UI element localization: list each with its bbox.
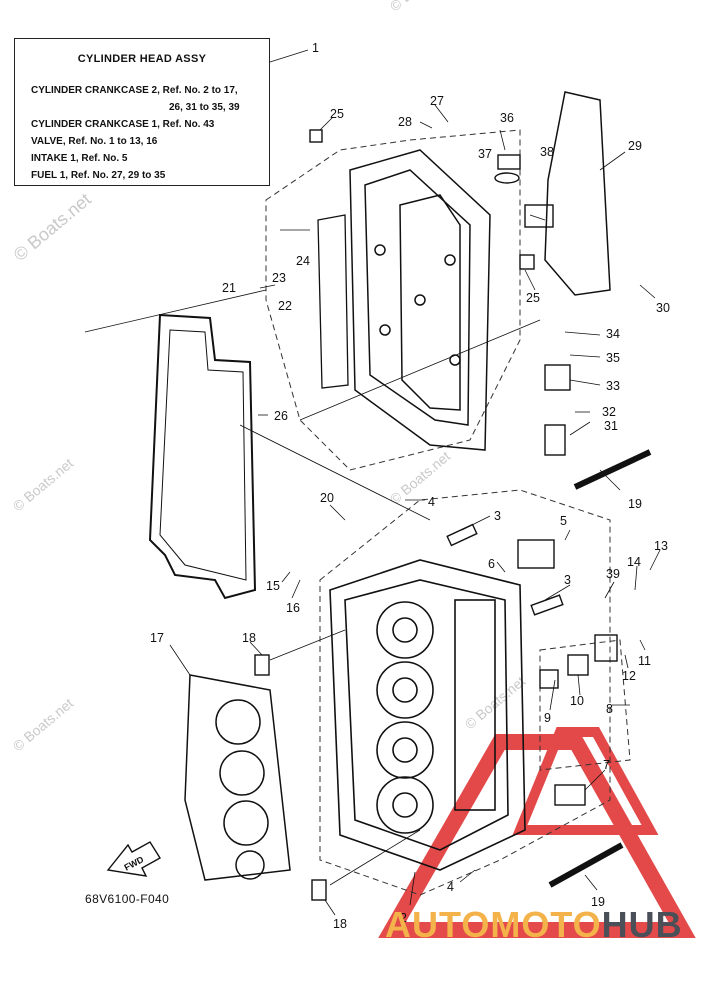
- part-callout-28: 28: [398, 115, 412, 129]
- part-callout-29: 29: [628, 139, 642, 153]
- part-callout-9: 9: [544, 711, 551, 725]
- long-bolt: [573, 449, 652, 490]
- watermark-text: © Boats.net: [387, 448, 454, 507]
- part-callout-15: 15: [266, 579, 280, 593]
- cover-gasket: [317, 214, 349, 389]
- part-callout-38: 38: [540, 145, 554, 159]
- sensor-33: [544, 364, 571, 391]
- legend-line: CYLINDER CRANKCASE 1, Ref. No. 43: [31, 119, 215, 130]
- part-callout-37: 37: [478, 147, 492, 161]
- part-callout-5: 5: [560, 514, 567, 528]
- part-callout-18: 18: [333, 917, 347, 931]
- part-callout-19: 19: [591, 895, 605, 909]
- brand-wordmark: AUTOMOTOHUB: [385, 904, 683, 946]
- part-callout-33: 33: [606, 379, 620, 393]
- fwd-arrow: FWD: [106, 841, 161, 877]
- part-callout-21: 21: [222, 281, 236, 295]
- brand-part-2: HUB: [601, 904, 683, 945]
- part-callout-22: 22: [278, 299, 292, 313]
- part-callout-35: 35: [606, 351, 620, 365]
- clamp-7: [554, 784, 586, 806]
- watermark-text: © Boats.net: [10, 695, 77, 754]
- part-callout-17: 17: [150, 631, 164, 645]
- part-callout-34: 34: [606, 327, 620, 341]
- dowel-18: [311, 879, 327, 901]
- legend-line: VALVE, Ref. No. 1 to 13, 16: [31, 136, 158, 147]
- part-callout-4: 4: [447, 880, 454, 894]
- part-callout-30: 30: [656, 301, 670, 315]
- head-gasket-26: [148, 313, 257, 600]
- part-callout-4: 4: [428, 495, 435, 509]
- head-gasket-26-inner: [159, 329, 247, 581]
- legend-box: CYLINDER HEAD ASSY CYLINDER CRANKCASE 2,…: [14, 38, 270, 186]
- part-callout-31: 31: [604, 419, 618, 433]
- part-callout-12: 12: [622, 669, 636, 683]
- part-callout-39: 39: [606, 567, 620, 581]
- long-bolt: [548, 842, 624, 888]
- part-callout-2: 2: [400, 911, 407, 925]
- part-callout-26: 26: [274, 409, 288, 423]
- plug-25: [309, 129, 323, 143]
- part-callout-14: 14: [627, 555, 641, 569]
- watermark-text: © Boats.net: [10, 455, 77, 514]
- cylinder-head: [329, 559, 526, 871]
- plug-25: [519, 254, 535, 270]
- fuel-rail-plate: [544, 91, 611, 296]
- part-callout-25: 25: [526, 291, 540, 305]
- dashed-outline-head-cover: [265, 129, 521, 471]
- part-callout-8: 8: [606, 702, 613, 716]
- part-callout-11: 11: [638, 654, 651, 668]
- legend-line: FUEL 1, Ref. No. 27, 29 to 35: [31, 170, 166, 181]
- pin-3: [446, 523, 478, 547]
- legend-line: 26, 31 to 35, 39: [169, 102, 240, 113]
- dashed-outline-valve-group: [539, 639, 631, 771]
- o-ring-37: [494, 172, 520, 184]
- legend-title: CYLINDER HEAD ASSY: [77, 53, 207, 65]
- part-callout-20: 20: [320, 491, 334, 505]
- part-callout-36: 36: [500, 111, 514, 125]
- legend-line: INTAKE 1, Ref. No. 5: [31, 153, 128, 164]
- part-callout-7: 7: [603, 758, 610, 772]
- brand-part-1: AUTOMOTO: [385, 904, 602, 945]
- part-callout-10: 10: [570, 694, 584, 708]
- part-callout-27: 27: [430, 94, 444, 108]
- dashed-outline-block: [319, 489, 611, 896]
- diagram-ref-code: 68V6100-F040: [85, 892, 170, 906]
- part-callout-25: 25: [330, 107, 344, 121]
- automotohub-logo: [378, 727, 696, 938]
- cylinder-gasket-17: [184, 674, 291, 881]
- cylinder-head-cover: [349, 149, 491, 451]
- part-callout-24: 24: [296, 254, 310, 268]
- part-callout-16: 16: [286, 601, 300, 615]
- part-callout-32: 32: [602, 405, 616, 419]
- valve-part-9: [539, 669, 559, 689]
- part-callout-3: 3: [494, 509, 501, 523]
- valve-part-12: [594, 634, 618, 662]
- watermark-text: © Boats.net: [387, 0, 454, 14]
- label-38: [524, 204, 554, 228]
- part-callout-13: 13: [654, 539, 668, 553]
- part-callout-19: 19: [628, 497, 642, 511]
- part-callout-1: 1: [312, 41, 319, 55]
- clamp-5: [517, 539, 555, 569]
- part-callout-6: 6: [488, 557, 495, 571]
- part-callout-23: 23: [272, 271, 286, 285]
- dowel-18: [254, 654, 270, 676]
- fitting-31: [544, 424, 566, 456]
- pin-3: [530, 594, 564, 616]
- legend-line: CYLINDER CRANKCASE 2, Ref. No. 2 to 17,: [31, 85, 238, 96]
- valve-part-10: [567, 654, 589, 676]
- part-callout-3: 3: [564, 573, 571, 587]
- part-callout-18: 18: [242, 631, 256, 645]
- watermark-text: © Boats.net: [10, 189, 95, 265]
- cap-36: [497, 154, 521, 170]
